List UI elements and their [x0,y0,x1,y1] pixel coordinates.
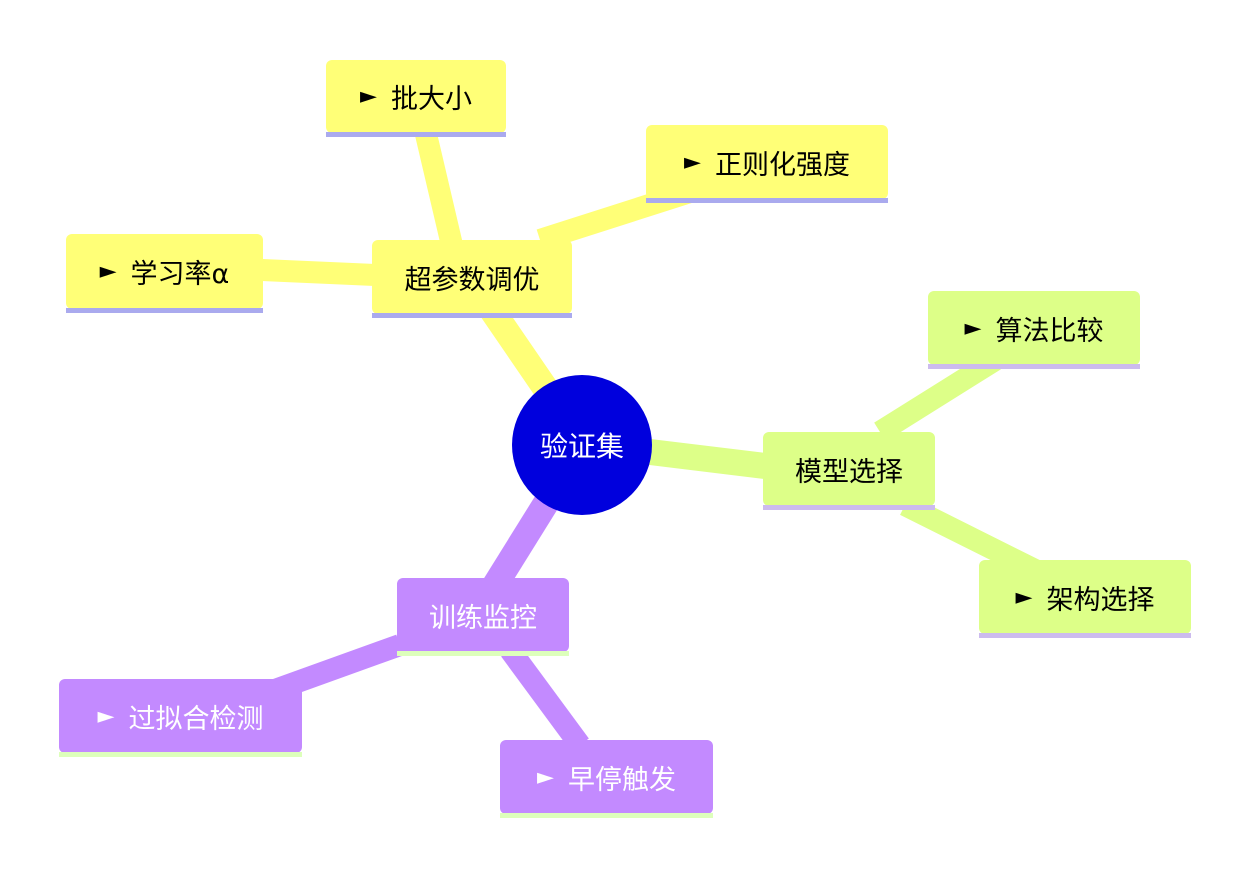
center-node-label: 验证集 [539,430,624,463]
link-center-training [480,493,560,597]
leaf-node-early-stopping[interactable]: ► 早停触发 [500,740,713,818]
branch-node-training-monitoring[interactable]: 训练监控 [397,578,569,656]
branch-label: 超参数调优 [404,264,540,296]
link-hyperparam-batch [414,127,466,261]
leaf-node-batch-size[interactable]: ► 批大小 [326,60,506,137]
leaf-node-learning-rate[interactable]: ► 学习率α [66,234,263,313]
leaf-label: 正则化强度 [714,149,850,181]
link-model-algorithm [874,350,1001,442]
center-node[interactable]: 验证集 [512,375,652,515]
play-arrow-icon: ► [1015,584,1033,610]
branch-node-model-selection[interactable]: 模型选择 [763,432,935,510]
play-arrow-icon: ► [99,259,117,284]
leaf-node-regularization-strength[interactable]: ► 正则化强度 [646,125,888,203]
link-center-model [648,439,767,479]
branch-label: 模型选择 [795,456,903,488]
leaf-label: 学习率α [130,259,230,290]
leaf-label: 批大小 [390,84,472,115]
leaf-label: 早停触发 [567,764,676,796]
play-arrow-icon: ► [537,764,554,790]
leaf-node-algorithm-comparison[interactable]: ► 算法比较 [928,291,1140,369]
leaf-label: 过拟合检测 [128,703,264,735]
leaf-node-overfitting-detection[interactable]: ► 过拟合检测 [59,679,302,757]
branch-label: 训练监控 [429,602,537,634]
play-arrow-icon: ► [684,149,701,175]
leaf-label: 架构选择 [1046,584,1155,616]
link-training-earlystop [501,643,589,752]
play-arrow-icon: ► [360,84,377,109]
leaf-node-architecture-selection[interactable]: ► 架构选择 [979,560,1191,638]
play-arrow-icon: ► [97,703,115,729]
leaf-label: 算法比较 [995,315,1104,347]
link-hyperparam-lr [261,259,376,286]
branch-node-hyperparameter-tuning[interactable]: 超参数调优 [372,240,572,318]
link-model-architecture [900,495,1040,580]
play-arrow-icon: ► [964,315,982,341]
